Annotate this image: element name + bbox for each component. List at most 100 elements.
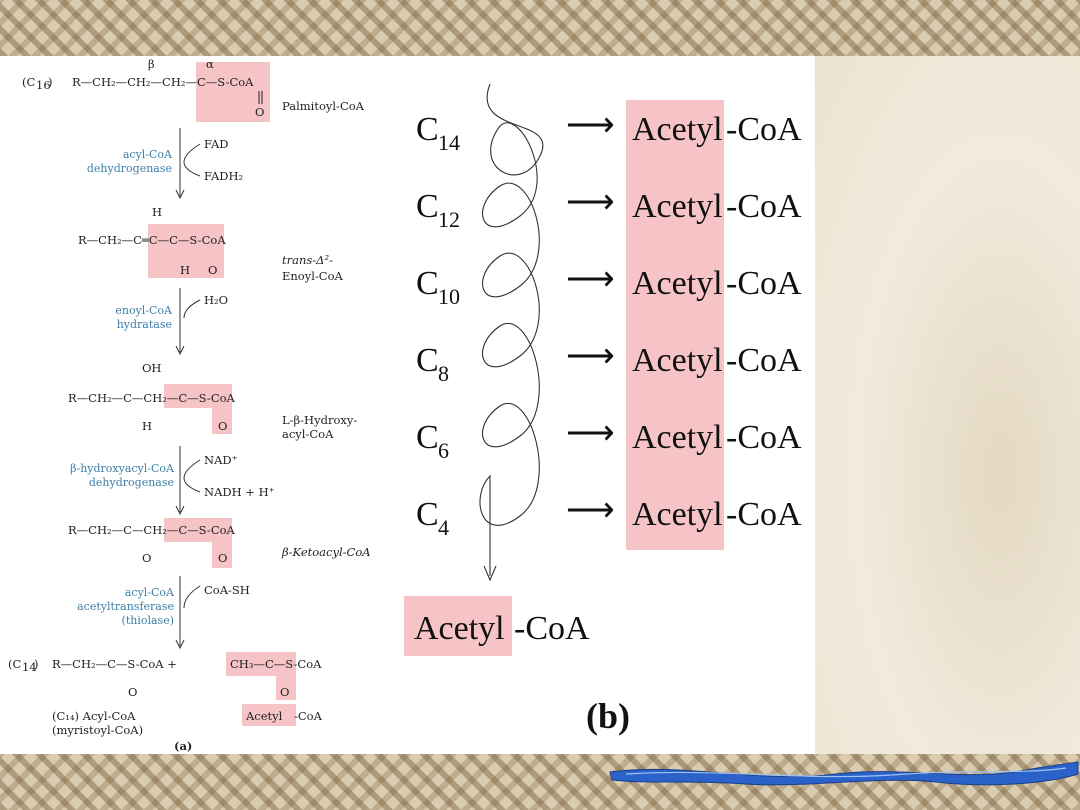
palmitoyl-coa-structure: R—CH₂—CH₂—CH₂—C—S-CoA [72,75,254,89]
highlight-box [226,652,296,700]
chain-length-prefix: (C [22,75,35,89]
final-acetyl-highlight [404,596,512,656]
enzyme-thiolase-3: (thiolase) [122,614,174,627]
coa-label: -CoA [726,265,802,302]
coa-sh-reagent: CoA-SH [204,583,250,597]
carbonyl-oxygen: O [128,685,137,699]
arrow-icon: ⟶ [566,184,615,221]
chain-length-close: ) [34,657,39,671]
carbon-count: 4 [438,515,449,540]
final-coa-label: -CoA [514,610,590,647]
enzyme-hydroxyacyl-coa-dehydrogenase: β-hydroxyacyl-CoA [70,462,175,475]
enoyl-coa-structure: R—CH₂—C═C—C—S-CoA [78,233,226,247]
water-reagent: H₂O [204,293,228,307]
acetyl-highlight-column [626,100,724,550]
oxidation-spiral [479,83,544,576]
carbon-letter: C [416,496,439,533]
carbon-count: 8 [438,361,449,386]
myristoyl-coa-name: (C₁₄) Acyl-CoA [52,709,136,723]
decorative-bottom-border [0,754,1080,810]
decorative-blue-flag [609,761,1079,786]
panel-a: β α (C 16 ) R—CH₂—CH₂—CH₂—C—S-CoA O Palm… [8,57,371,753]
acetyl-label: Acetyl [632,419,723,456]
coa-label: -CoA [726,111,802,148]
coa-label: -CoA [726,496,802,533]
panel-a-label: (a) [174,739,192,753]
carbon-count: 6 [438,438,449,463]
carbonyl-oxygen: O [280,685,289,699]
acetyl-label: Acetyl [632,496,723,533]
enzyme-thiolase-2: acetyltransferase [77,600,174,613]
beta-label: β [148,57,155,71]
palmitoyl-coa-name: Palmitoyl-CoA [282,99,365,113]
enzyme-acyl-coa-dehydrogenase-2: dehydrogenase [87,162,172,175]
arrow-icon: ⟶ [566,338,615,375]
highlight-box [164,518,232,568]
carbon-letter: C [416,188,439,225]
chain-length-subscript: 14 [22,660,37,674]
carbonyl-oxygen: O [218,551,227,565]
ketoacyl-coa-name: β-Ketoacyl-CoA [281,545,371,559]
fadh2-product: FADH₂ [204,169,243,183]
myristoyl-coa-name-2: (myristoyl-CoA) [52,723,143,737]
enzyme-hydroxyacyl-coa-dehydrogenase-2: dehydrogenase [89,476,174,489]
enzyme-acyl-coa-dehydrogenase: acyl-CoA [123,148,173,161]
carbonyl-oxygen: O [255,105,264,119]
enoyl-coa-name-2: Enoyl-CoA [282,269,344,283]
carbon-count: 12 [438,207,460,232]
hydroxyacyl-coa-name: L-β-Hydroxy- [282,413,357,427]
decorative-top-border [0,0,1080,56]
hydrogen-bottom: H [142,419,152,433]
alpha-label: α [206,57,214,71]
nadh-product: NADH + H⁺ [204,485,275,499]
carbon-letter: C [416,419,439,456]
coa-label: -CoA [726,419,802,456]
keto-oxygen: O [142,551,151,565]
carbon-letter: C [416,111,439,148]
enzyme-thiolase: acyl-CoA [125,586,175,599]
carbon-letter: C [416,342,439,379]
arrow-icon: ⟶ [566,261,615,298]
carbon-count: 10 [438,284,460,309]
carbon-count: 14 [438,130,460,155]
chain-length-subscript: 16 [36,78,51,92]
carbonyl-oxygen: O [208,263,217,277]
beta-oxidation-figure: β α (C 16 ) R—CH₂—CH₂—CH₂—C—S-CoA O Palm… [0,56,815,754]
nad-cofactor: NAD⁺ [204,453,238,467]
fad-cofactor: FAD [204,137,229,151]
arrow-icon: ⟶ [566,415,615,452]
enzyme-enoyl-coa-hydratase: enoyl-CoA [115,304,173,317]
carbonyl-oxygen: O [218,419,227,433]
hydroxyacyl-coa-structure: R—CH₂—C—CH₂—C—S-CoA [68,391,236,405]
acetyl-label: Acetyl [632,111,723,148]
hydroxyacyl-coa-name-2: acyl-CoA [282,427,334,441]
enzyme-enoyl-coa-hydratase-2: hydratase [117,318,172,331]
spiral-arrowhead [483,565,497,582]
arrow-icon: ⟶ [566,107,615,144]
carbon-letter: C [416,265,439,302]
arrow-icon: ⟶ [566,492,615,529]
coa-label: -CoA [726,342,802,379]
enoyl-coa-name: trans-Δ²- [282,253,333,267]
ketoacyl-coa-structure: R—CH₂—C—CH₂—C—S-CoA [68,523,236,537]
chain-length-prefix: (C [8,657,21,671]
hydrogen-top: H [152,205,162,219]
coa-label: -CoA [294,709,323,723]
acetyl-label: Acetyl [632,188,723,225]
decorative-background-texture [815,56,1080,754]
hydroxyl-group: OH [142,361,161,375]
highlight-box [242,704,296,726]
highlight-box [196,62,270,122]
chain-length-close: ) [48,75,53,89]
highlight-box [148,224,224,278]
highlight-box [164,384,232,434]
acetyl-label: Acetyl [632,342,723,379]
acyl-coa-structure: R—CH₂—C—S-CoA + [52,657,177,671]
